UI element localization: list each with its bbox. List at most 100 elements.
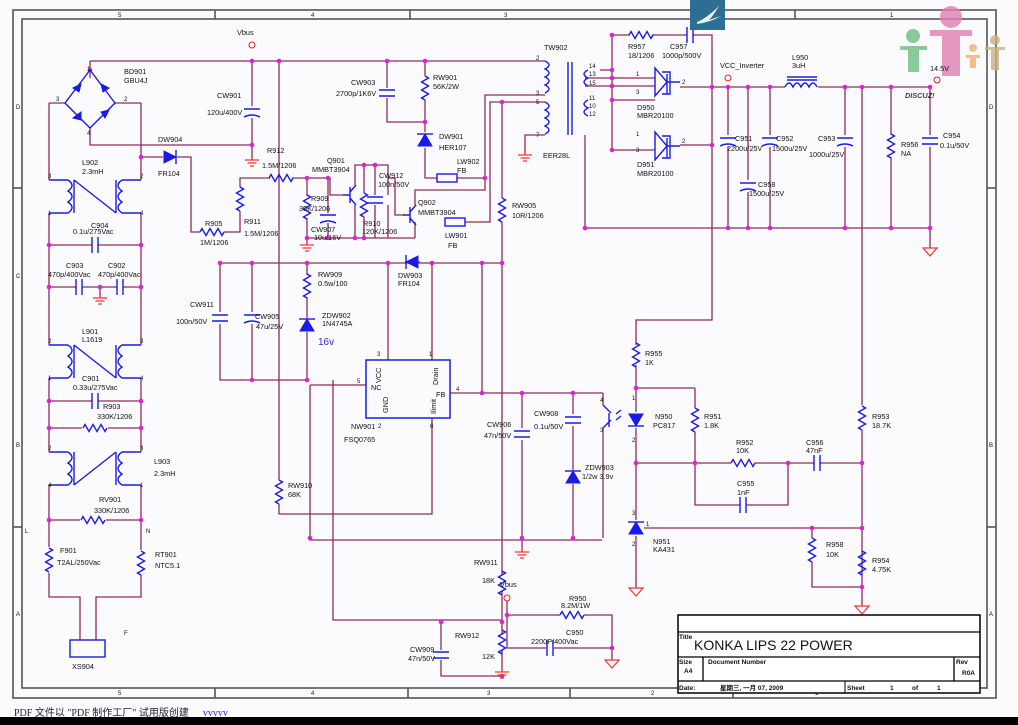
resistor-r954 — [857, 550, 867, 576]
ref-dw904: DW904 — [158, 135, 182, 144]
value-r954: 4.75K — [872, 565, 891, 574]
title-block: Title KONKA LIPS 22 POWER Size A4 Docume… — [677, 614, 981, 694]
pin-number: 1 — [48, 211, 52, 217]
output-port — [933, 76, 941, 84]
ref-lw902: LW902 — [457, 157, 480, 166]
choke-l903 — [117, 451, 124, 486]
value-c958: 1500u/25V — [749, 189, 784, 198]
resistor-r955 — [631, 342, 641, 368]
ground-icon — [495, 668, 509, 679]
resistor-r951 — [690, 407, 700, 433]
ref-tw902: TW902 — [544, 43, 568, 52]
column-label: 2 — [651, 691, 655, 697]
pin-number: 2 — [632, 542, 636, 548]
value-l903: 2.3mH — [154, 469, 176, 478]
ground-icon — [245, 156, 259, 167]
ic-pin-ilimit: Ilimit — [429, 399, 438, 414]
value-r911: 1.5M/1206 — [244, 229, 278, 238]
value-rw905: 10R/1206 — [512, 211, 544, 220]
ref-n950: N950 — [655, 412, 672, 421]
value-r910: 120K/1206 — [362, 227, 397, 236]
value-r953: 18.7K — [872, 421, 891, 430]
value-c903: 470p/400Vac — [48, 270, 91, 279]
ref-cw903: CW903 — [351, 78, 375, 87]
ref-rw909: RW909 — [318, 270, 342, 279]
value-c950: 2200P/400Vac — [531, 637, 579, 646]
column-label: 4 — [311, 691, 315, 697]
pin-number: 4 — [87, 131, 91, 137]
ref-r911: R911 — [244, 217, 261, 226]
capacitor-cw903 — [379, 89, 395, 97]
pin-number: 2 — [48, 339, 52, 345]
ref-rw901: RW901 — [433, 73, 457, 82]
value-l902: 2.3mH — [82, 167, 104, 176]
pin-number: 4 — [48, 483, 52, 489]
ic-pin-vcc: VCC — [374, 368, 383, 383]
pin-number: 3 — [140, 446, 144, 452]
value-q901: MMBT3904 — [312, 165, 350, 174]
column-label: 5 — [118, 13, 122, 19]
resistor-rw910 — [274, 479, 284, 505]
pin-number: 3 — [636, 148, 640, 154]
resistor-r958 — [807, 537, 817, 563]
value-rw910: 68K — [288, 490, 301, 499]
resistor-r912 — [268, 173, 294, 183]
ref-c901: C901 — [82, 374, 99, 383]
ref-n951: N951 — [653, 537, 670, 546]
value-c902: 470p/400Vac — [98, 270, 141, 279]
footer-link[interactable]: vvvvv — [202, 708, 298, 720]
zener-zdw902 — [299, 318, 315, 332]
ref-r912: R912 — [267, 146, 284, 155]
capacitor-c953 — [836, 137, 854, 147]
ref-d950: D950 — [637, 103, 654, 112]
date-label: Date: — [679, 685, 695, 692]
ref-l903: L903 — [154, 457, 170, 466]
pin-number: 1 — [636, 132, 640, 138]
size-label: Size — [679, 659, 692, 666]
value-rv901: 330K/1206 — [94, 506, 129, 515]
ref-c955: C955 — [737, 479, 754, 488]
vcc-inverter-port — [724, 74, 732, 82]
choke-l902 — [117, 179, 124, 214]
pin-number: 4 — [140, 376, 144, 382]
column-label: 3 — [504, 13, 508, 19]
ref-l902: L902 — [82, 158, 98, 167]
ref-c956: C956 — [806, 438, 823, 447]
value-c956: 47nF — [806, 446, 823, 455]
value-n950: PC817 — [653, 421, 675, 430]
value-rt901: NTC5.1 — [155, 561, 180, 570]
row-label: B — [16, 443, 20, 449]
pin-number: 1 — [429, 352, 433, 358]
pin-number: 11 — [589, 96, 596, 102]
row-label: D — [16, 105, 21, 111]
value-cw909: 47n/50V — [408, 654, 435, 663]
transistor-q901 — [343, 184, 357, 206]
bottom-bar — [0, 717, 1018, 725]
column-label: 1 — [815, 691, 819, 697]
value-l901: L1619 — [82, 335, 102, 344]
ref-c958: C958 — [758, 180, 775, 189]
value-dw901: HER107 — [439, 143, 467, 152]
pin-number: 14 — [589, 64, 596, 70]
ref-cw906: CW906 — [487, 420, 511, 429]
ferrite-lw901 — [444, 217, 466, 227]
secondary-ground-icon — [627, 587, 645, 597]
ref-r952: R952 — [736, 438, 753, 447]
ref-zdw903: ZDW903 — [585, 463, 614, 472]
secondary-ground-icon — [603, 659, 621, 669]
pin-number: 15 — [589, 81, 596, 87]
diode-dw903 — [404, 255, 419, 269]
pin-number: 5 — [536, 100, 540, 106]
row-label: C — [16, 274, 21, 280]
column-label: 4 — [311, 13, 315, 19]
ref-rw905: RW905 — [512, 201, 536, 210]
ground-icon — [518, 151, 532, 162]
capacitor-cw901 — [243, 108, 261, 118]
diode-d950 — [654, 66, 680, 98]
value-r952: 10K — [736, 446, 749, 455]
pin-number: 5 — [357, 379, 361, 385]
pin-number: 6 — [430, 424, 434, 430]
ic-pin-drain: Drain — [431, 368, 440, 385]
value-rw901: 56K/2W — [433, 82, 459, 91]
